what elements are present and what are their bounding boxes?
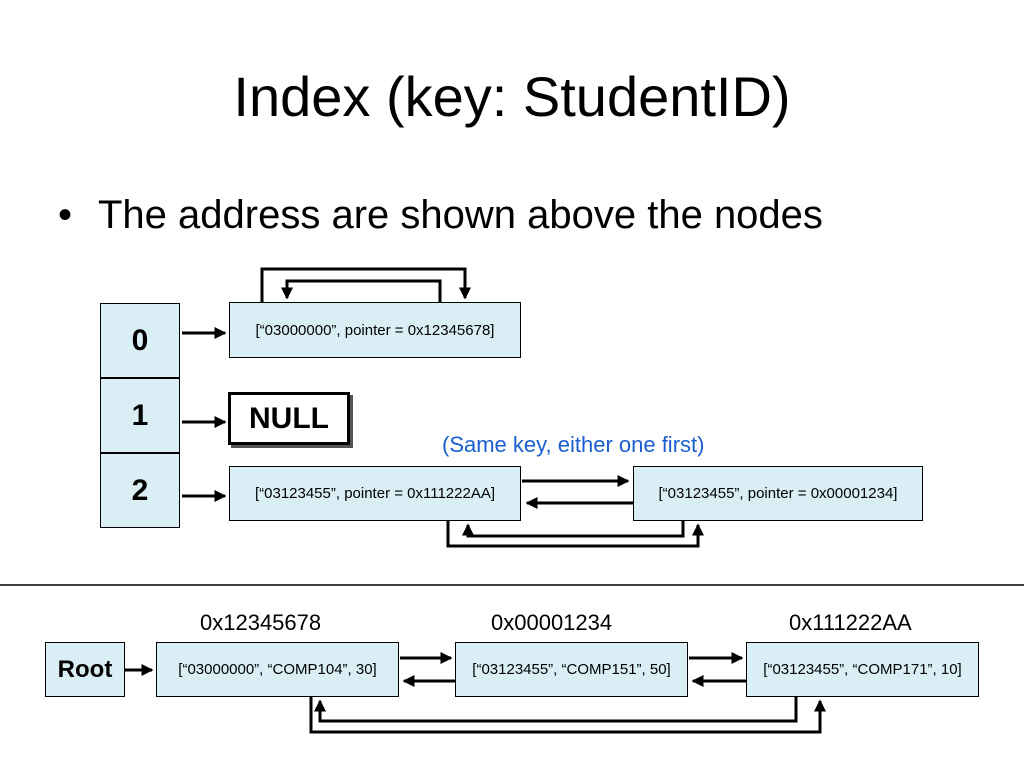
- list-node-1: [“03000000”, “COMP104”, 30]: [156, 642, 399, 697]
- bullet-point: • The address are shown above the nodes: [58, 190, 823, 240]
- loop-outer-node0: [260, 267, 471, 302]
- loop-inner-list: [314, 697, 798, 723]
- null-box: NULL: [228, 392, 350, 445]
- index-cell-1: 1: [100, 378, 180, 453]
- index-node-2a: [“03123455”, pointer = 0x111222AA]: [229, 466, 521, 521]
- index-cell-2: 2: [100, 453, 180, 528]
- root-node: Root: [45, 642, 125, 697]
- address-label-1: 0x12345678: [200, 610, 322, 635]
- bullet-marker: •: [58, 193, 73, 237]
- list-node-2: [“03123455”, “COMP151”, 50]: [455, 642, 688, 697]
- loop-outer-list: [309, 697, 826, 734]
- index-cell-0: 0: [100, 303, 180, 378]
- index-node-0: [“03000000”, pointer = 0x12345678]: [229, 302, 521, 358]
- loop-inner-row2: [462, 521, 685, 538]
- list-node-3: [“03123455”, “COMP171”, 10]: [746, 642, 979, 697]
- same-key-note: (Same key, either one first): [442, 432, 705, 457]
- loop-outer-row2: [446, 521, 704, 548]
- loop-inner-node0: [281, 279, 442, 302]
- bullet-text: The address are shown above the nodes: [98, 193, 823, 237]
- index-node-2b: [“03123455”, pointer = 0x00001234]: [633, 466, 923, 521]
- address-label-2: 0x00001234: [491, 610, 613, 635]
- address-label-3: 0x111222AA: [789, 610, 912, 635]
- page-title: Index (key: StudentID): [233, 65, 791, 128]
